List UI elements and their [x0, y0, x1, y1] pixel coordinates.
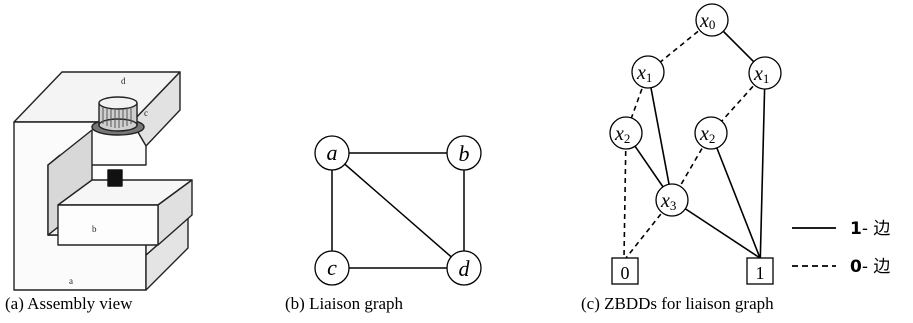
- edge-x1right-one: [759, 72, 766, 271]
- edge-x3-one: [671, 199, 761, 259]
- part-label-d: d: [121, 76, 126, 86]
- zbdd-label-x3: x3: [660, 190, 676, 213]
- legend-one-edge-label: 1- 边: [850, 219, 890, 239]
- terminal-zero: [611, 257, 639, 285]
- zbdd-node-x0: [695, 3, 729, 37]
- liaison-graph: a b c d: [314, 135, 482, 286]
- terminal-zero-label: 0: [621, 263, 630, 283]
- screw-shaft: [107, 169, 123, 187]
- edge-x1left-x3-one: [647, 71, 673, 201]
- zbdd-graph: x0 x1 x1 x2 x2 x3 0 1 1- 边 0- 边: [609, 3, 890, 285]
- liaison-edges: [331, 152, 465, 269]
- node-label-a: a: [327, 140, 338, 165]
- zbdd-node-x1-right: [748, 56, 782, 90]
- node-label-d: d: [459, 256, 471, 281]
- zbdd-node-x3: [655, 183, 689, 217]
- caption-assembly-view: (a) Assembly view: [5, 294, 133, 313]
- caption-liaison-graph: (b) Liaison graph: [285, 294, 404, 313]
- frame-inner-edge: [47, 154, 61, 166]
- edge-legend: 1- 边 0- 边: [792, 219, 890, 277]
- zbdd-label-x2-right: x2: [699, 123, 715, 146]
- part-label-b: b: [92, 224, 97, 234]
- zbdd-label-x1-left: x1: [636, 62, 652, 85]
- legend-zero-edge-label: 0- 边: [850, 257, 890, 277]
- zbdd-node-x2-left: [609, 116, 643, 150]
- edge-x2right-one: [710, 132, 761, 259]
- edge-a-d: [331, 152, 465, 269]
- knob-top: [98, 96, 138, 110]
- caption-zbdd: (c) ZBDDs for liaison graph: [581, 294, 774, 313]
- edge-x2left-zero: [623, 132, 627, 259]
- node-d: [446, 250, 482, 286]
- node-c: [314, 250, 350, 286]
- assembly-view: d c b a: [13, 71, 193, 291]
- knob-knurling: [102, 107, 132, 128]
- zbdd-label-x1-right: x1: [753, 63, 769, 86]
- part-label-c: c: [144, 108, 148, 118]
- block-front-face: [57, 204, 159, 246]
- node-a: [314, 135, 350, 171]
- zbdd-node-x1-left: [631, 55, 665, 89]
- terminal-one: [746, 257, 774, 285]
- zbdd-node-x2-right: [694, 116, 728, 150]
- terminal-one-label: 1: [756, 263, 765, 283]
- node-b: [446, 135, 482, 171]
- zbdd-label-x2-left: x2: [614, 123, 630, 146]
- part-label-a: a: [69, 276, 73, 286]
- node-label-b: b: [459, 141, 470, 166]
- zbdd-label-x0: x0: [699, 10, 715, 32]
- node-label-c: c: [327, 255, 337, 280]
